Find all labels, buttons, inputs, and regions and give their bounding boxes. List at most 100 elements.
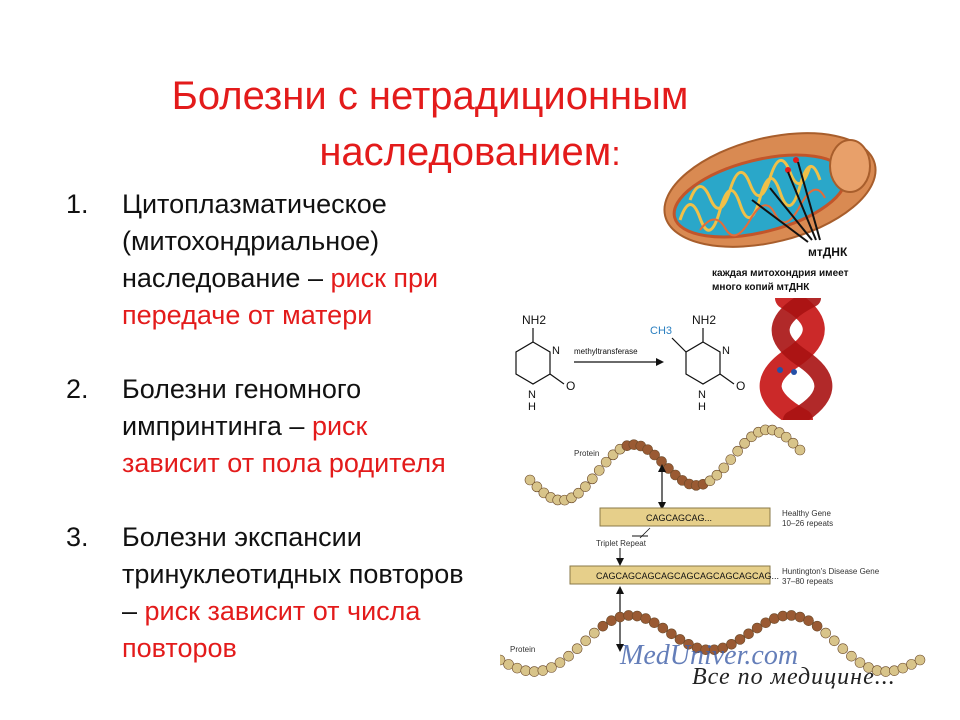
n-right-2: N: [722, 345, 730, 357]
protein-label-top: Protein: [574, 449, 599, 458]
protein-bead: [640, 613, 652, 624]
protein-bead: [573, 487, 584, 499]
item-text: наследование –: [122, 263, 331, 293]
protein-bead: [914, 654, 926, 666]
item-line: импринтинга – риск: [122, 408, 536, 445]
trinucleotide-repeat-diagram: Protein CAGCAGCAG... Healthy Gene 10–26 …: [500, 424, 926, 677]
protein-bead: [531, 481, 543, 493]
protein-bead: [580, 481, 591, 492]
protein-bead: [587, 473, 598, 485]
mtdna-caption-1: каждая митохондрия имеет: [712, 268, 849, 279]
protein-bead: [546, 662, 557, 673]
list-item-2: 2. Болезни геномного импринтинга – риск …: [66, 371, 536, 482]
n-right: N: [698, 389, 706, 401]
methylation-diagram: NH2 O N H N methyltransferase CH3 NH2 O …: [515, 313, 745, 412]
healthy-gene-label: Healthy Gene: [782, 509, 831, 518]
page-title-colon: :: [611, 135, 621, 173]
item-line: – риск зависит от числа: [122, 593, 536, 630]
protein-bead: [718, 462, 730, 474]
oxygen-right: O: [736, 379, 745, 393]
protein-chain-top: [524, 424, 806, 506]
protein-bead: [786, 610, 797, 621]
item-risk-line: зависит от пола родителя: [122, 448, 446, 478]
item-line: наследование – риск при: [122, 260, 536, 297]
healthy-gene-repeats: 10–26 repeats: [782, 519, 833, 528]
healthy-gene-seq: CAGCAGCAG...: [646, 513, 712, 523]
nh2-right: NH2: [692, 313, 716, 327]
mitochondrion-illustration: мтДНК каждая митохондрия имеет много коп…: [663, 132, 877, 293]
protein-chain-bottom: [500, 610, 926, 677]
hd-gene-repeats: 37–80 repeats: [782, 577, 833, 586]
protein-bead: [846, 650, 857, 662]
item-risk-text: риск зависит от числа: [144, 596, 421, 626]
dna-helix-illustration: [759, 298, 833, 420]
mtdna-label: мтДНК: [808, 245, 848, 259]
protein-bead: [726, 638, 737, 650]
protein-bead: [811, 620, 823, 632]
list-number: 3.: [66, 522, 89, 552]
protein-bead: [571, 643, 583, 655]
item-line: Болезни экспансии: [122, 522, 362, 552]
methyl-group: CH3: [650, 325, 672, 337]
protein-bead: [803, 615, 814, 626]
mtdna-caption-2: много копий мтДНК: [712, 282, 810, 293]
protein-bead: [743, 628, 754, 640]
protein-bead: [607, 449, 619, 461]
protein-bead: [600, 456, 612, 468]
oxygen-left: O: [566, 379, 575, 393]
protein-bead: [554, 657, 566, 668]
hd-gene-seq: CAGCAGCAGCAGCAGCAGCAGCAGCAG...: [596, 571, 779, 581]
protein-bead: [820, 627, 832, 639]
enzyme-label: methyltransferase: [574, 347, 638, 356]
list-item-1: 1. Цитоплазматическое (митохондриальное)…: [66, 186, 536, 334]
nh2-left: NH2: [522, 313, 546, 327]
protein-bead: [593, 465, 605, 476]
disease-list: 1. Цитоплазматическое (митохондриальное)…: [66, 186, 536, 704]
protein-bead: [563, 650, 574, 662]
protein-bead: [614, 611, 626, 623]
protein-bead: [674, 634, 686, 645]
protein-bead: [739, 438, 750, 449]
protein-bead: [854, 657, 866, 668]
protein-bead: [794, 444, 806, 456]
item-risk-text: риск: [311, 411, 368, 441]
protein-bead: [780, 431, 792, 443]
protein-bead: [666, 628, 677, 640]
protein-bead: [906, 659, 917, 670]
item-line: Болезни геномного: [122, 374, 362, 404]
list-item-3: 3. Болезни экспансии тринуклеотидных пов…: [66, 519, 536, 667]
item-text: –: [122, 596, 145, 626]
protein-bead: [648, 617, 660, 629]
watermark-site: MedUniver.com: [620, 640, 799, 671]
item-text: импринтинга –: [122, 411, 312, 441]
page-title-line2: наследованием:: [40, 128, 900, 178]
page-title-line1: Болезни с нетрадиционным: [171, 74, 689, 118]
protein-bead: [828, 635, 840, 647]
protein-bead: [734, 634, 746, 645]
item-risk-text: риск при: [330, 263, 439, 293]
protein-bead: [524, 474, 536, 486]
h-right: H: [698, 401, 706, 412]
n-left: N: [528, 389, 536, 401]
list-number: 2.: [66, 374, 89, 404]
item-line: Цитоплазматическое: [122, 189, 387, 219]
triplet-repeat-label: Triplet Repeat: [596, 539, 647, 548]
page-title-line2-text: наследованием: [319, 130, 612, 174]
protein-bead: [787, 437, 799, 449]
protein-bead: [704, 475, 716, 487]
watermark-slogan: Все по медицине...: [692, 664, 896, 690]
hd-gene-label: Huntington's Disease Gene: [782, 567, 880, 576]
protein-bead: [657, 622, 669, 634]
item-risk-line: передаче от матери: [122, 300, 373, 330]
item-line: (митохондриальное): [122, 226, 380, 256]
protein-label-bottom: Protein: [510, 645, 535, 654]
protein-bead: [649, 449, 660, 461]
list-number: 1.: [66, 189, 89, 219]
protein-bead: [760, 617, 772, 629]
h-left: H: [528, 401, 536, 412]
n-left-2: N: [552, 345, 560, 357]
protein-bead: [597, 620, 609, 632]
item-risk-line: повторов: [122, 633, 237, 663]
item-line: тринуклеотидных повторов: [122, 559, 464, 589]
protein-bead: [711, 469, 723, 481]
